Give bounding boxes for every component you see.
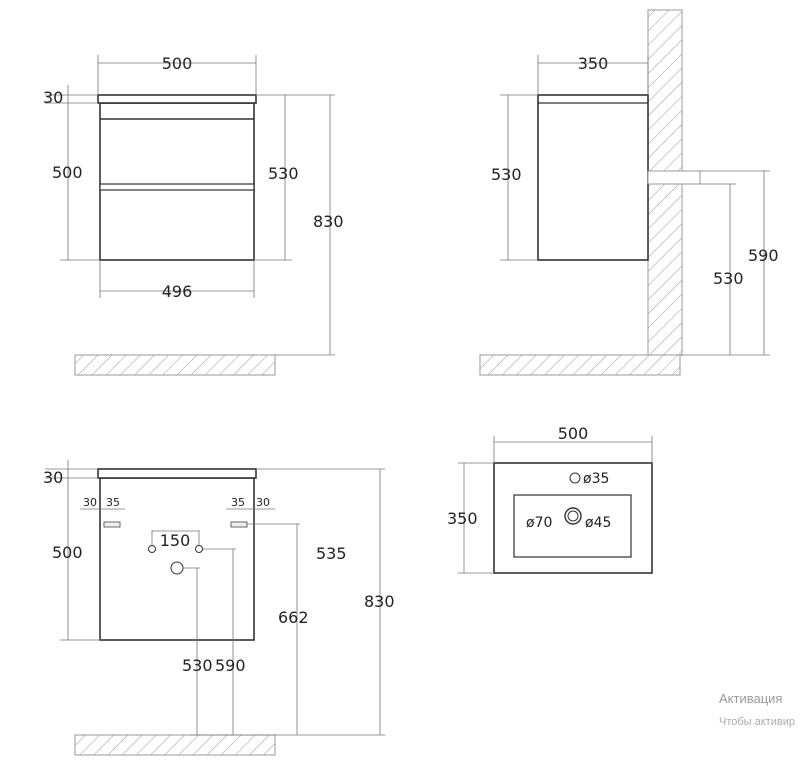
basin-view: 500 350 ø35 ø70 ø45: [447, 424, 653, 574]
side-view: 350 530 590 530: [479, 9, 779, 376]
dim-drain: ø45: [585, 515, 611, 531]
dim-basin-width: 500: [558, 424, 589, 443]
pipe: [647, 170, 701, 185]
cabinet-back: [99, 477, 255, 641]
bracket-left: [103, 521, 121, 528]
dim-body-height: 500: [52, 543, 83, 562]
dim-cabinet-height: 530: [491, 165, 522, 184]
drain-inner: [567, 510, 579, 522]
dim-basin-depth: 350: [447, 509, 478, 528]
activation-watermark-title: Активация: [719, 691, 783, 706]
dim-left-edge: 30: [83, 496, 97, 509]
activation-watermark-subtitle: Чтобы активир: [719, 716, 795, 728]
dim-body-width: 496: [162, 282, 193, 301]
basin-bowl: [513, 494, 632, 558]
dim-top: 30: [43, 468, 63, 487]
tap-hole: [569, 472, 581, 484]
dim-total-height: 830: [313, 212, 344, 231]
floor-hatch: [479, 354, 681, 376]
mounting-view: 30 30 35 35 30 150 500 535 662 830 530 5…: [43, 460, 395, 756]
bracket-right: [230, 521, 248, 528]
dim-tap-hole: ø35: [583, 471, 609, 487]
dim-cabinet-height: 530: [268, 164, 299, 183]
dim-top: 30: [43, 88, 63, 107]
supply-hole-left: [148, 545, 156, 553]
floor-hatch: [74, 734, 276, 756]
dim-depth: 350: [578, 54, 609, 73]
dim-pipe-lower: 530: [713, 269, 744, 288]
dim-body-height: 500: [52, 163, 83, 182]
front-view: 500 30 500 530 830 496: [43, 54, 344, 376]
dim-right-bracket: 35: [231, 496, 245, 509]
dim-pipe-height: 590: [215, 656, 246, 675]
drain-hole: [170, 561, 184, 575]
dim-pipe-upper: 590: [748, 246, 779, 265]
dim-left-bracket: 35: [106, 496, 120, 509]
floor-hatch: [74, 354, 276, 376]
dim-overflow: ø70: [526, 515, 552, 531]
dim-width: 500: [162, 54, 193, 73]
cabinet-side: [537, 94, 649, 261]
dim-drain-height: 530: [182, 656, 213, 675]
dim-right-edge: 30: [256, 496, 270, 509]
supply-hole-right: [195, 545, 203, 553]
dim-bracket-height: 535: [316, 544, 347, 563]
dim-hole-height: 662: [278, 608, 309, 627]
countertop: [97, 94, 257, 104]
cabinet-body: [99, 102, 255, 261]
dim-total-height: 830: [364, 592, 395, 611]
countertop: [97, 468, 257, 479]
dim-hole-spacing: 150: [160, 531, 191, 550]
